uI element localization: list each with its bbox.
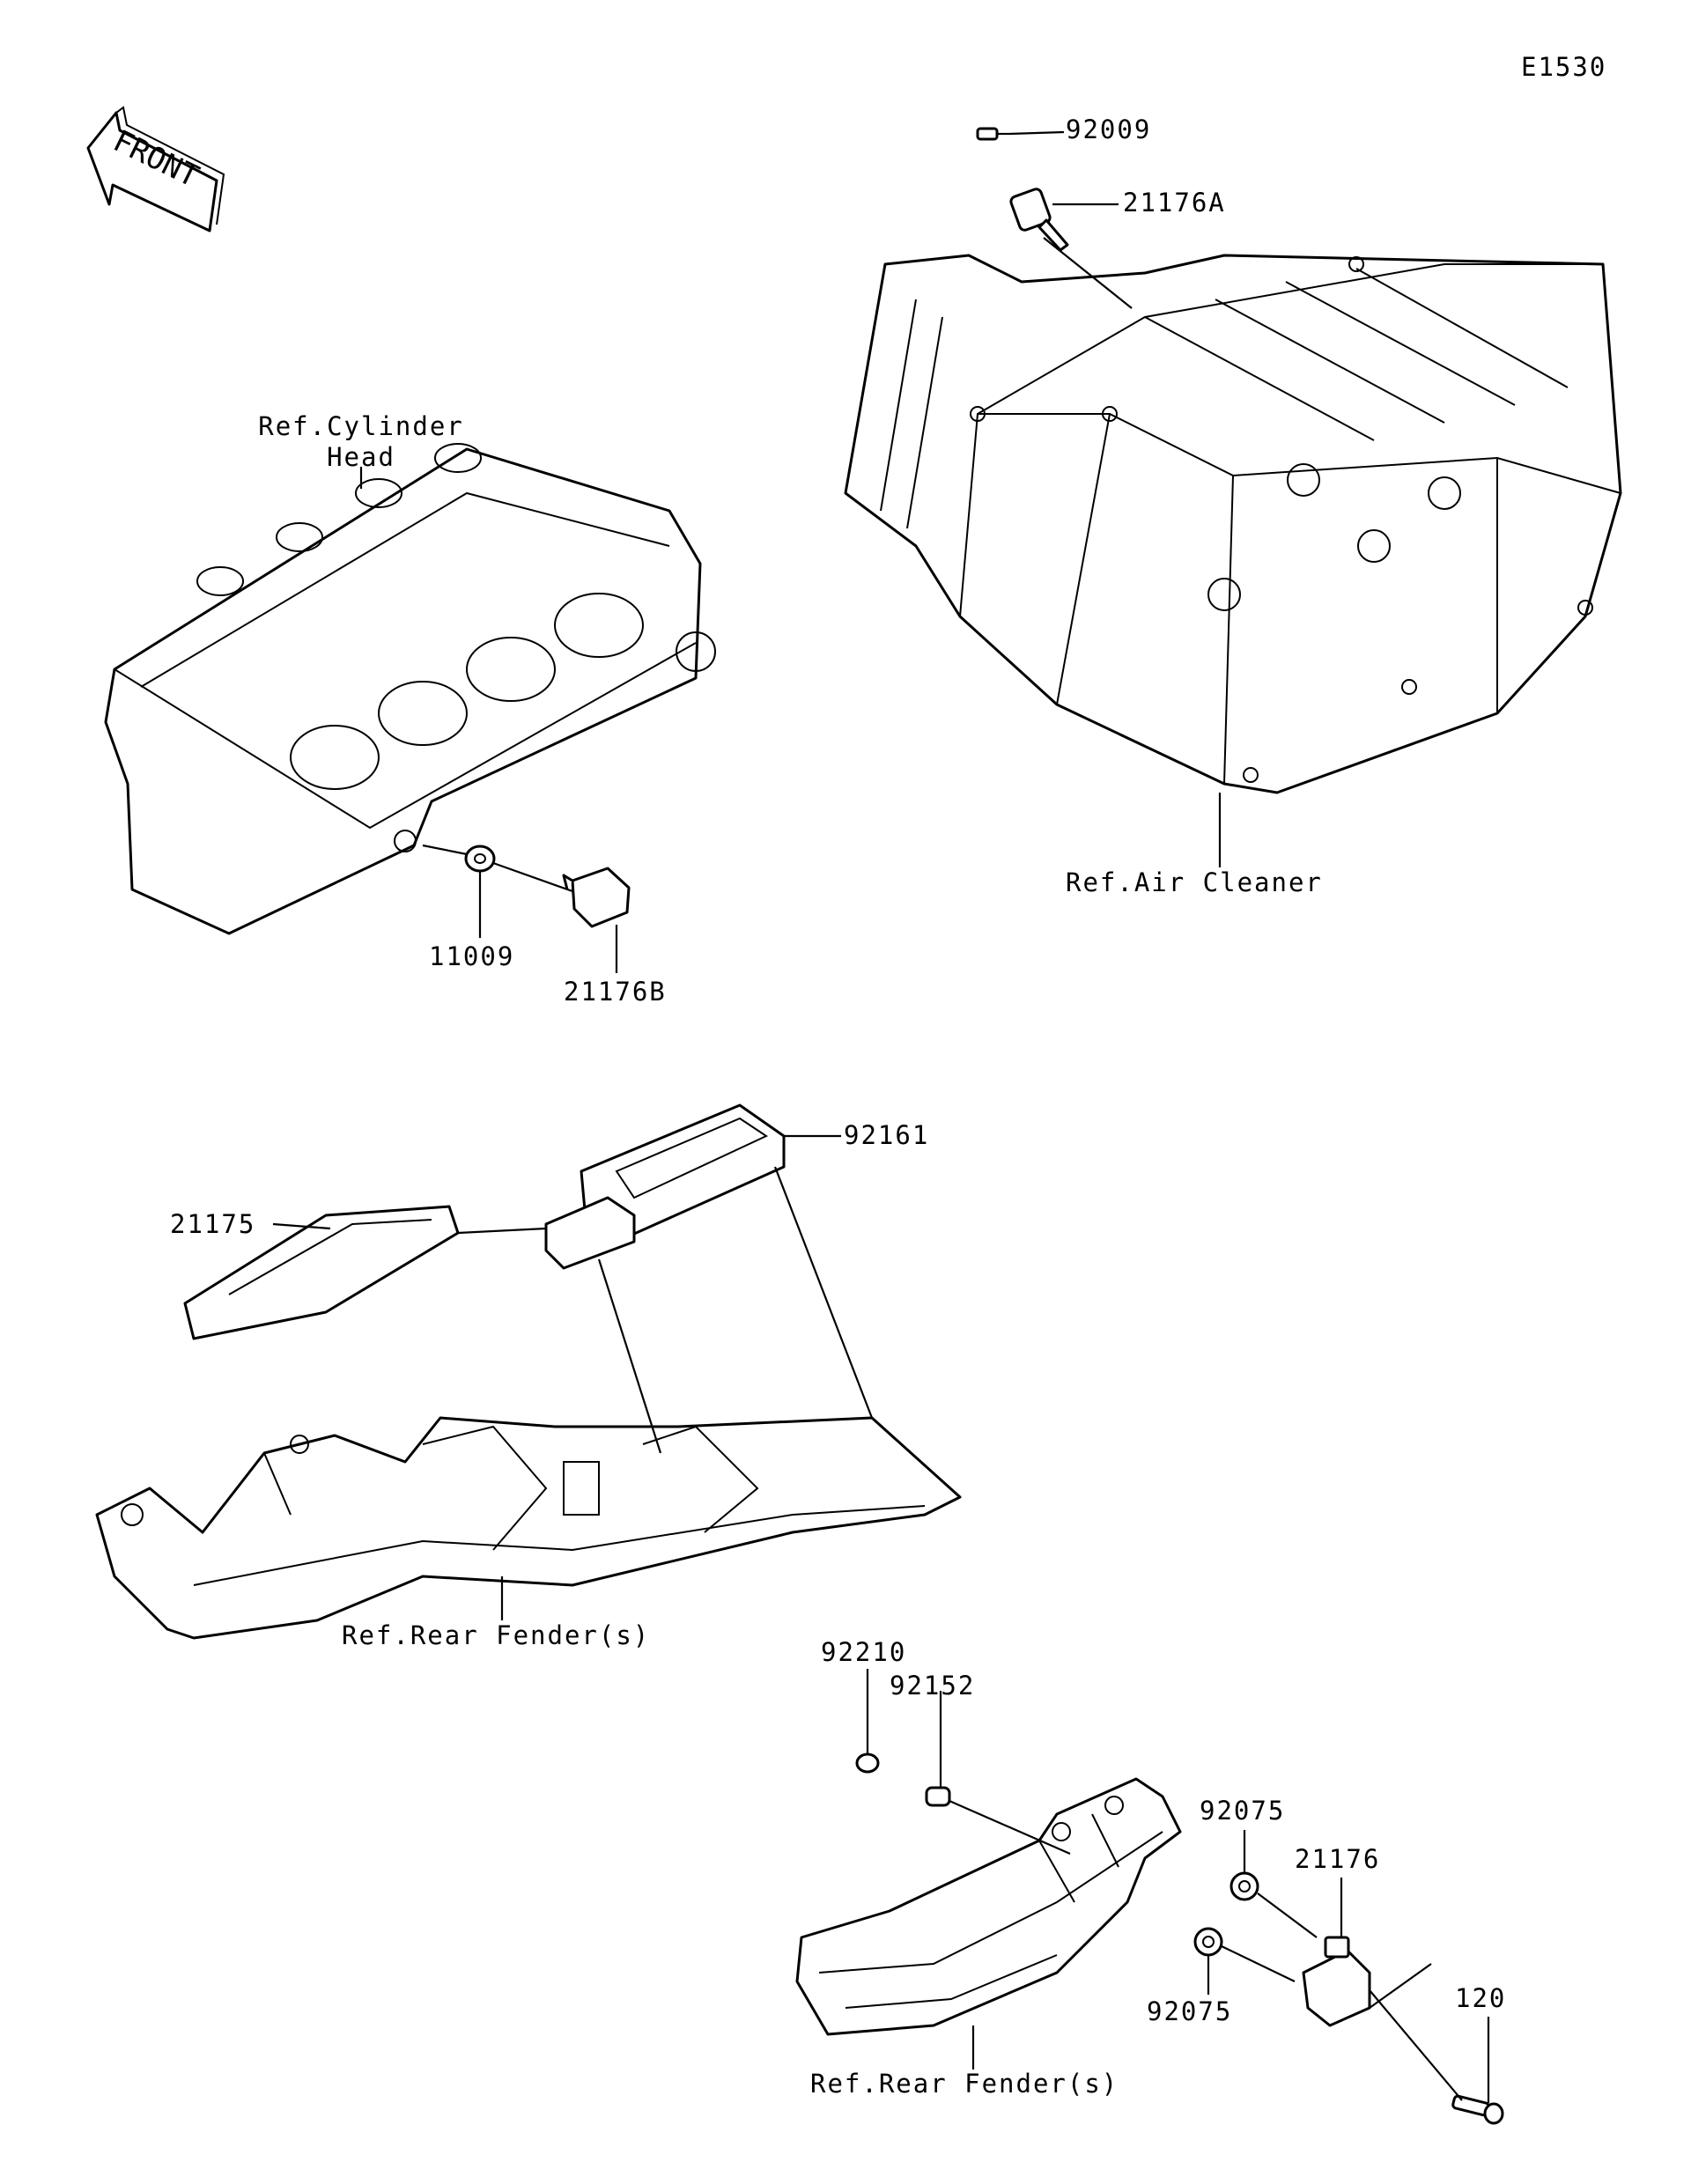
part-label-21175: 21175 bbox=[170, 1209, 256, 1239]
bolt-120 bbox=[1451, 2094, 1504, 2125]
air-cleaner bbox=[844, 254, 1622, 794]
nut-92210 bbox=[855, 1752, 880, 1774]
part-label-21176B: 21176B bbox=[564, 977, 667, 1007]
part-label-92075-lower: 92075 bbox=[1147, 1996, 1233, 2026]
rear-fender-upper bbox=[95, 1416, 962, 1640]
grommet-92075-lower bbox=[1193, 1927, 1223, 1957]
cylinder-head bbox=[104, 443, 716, 935]
collar-92152 bbox=[925, 1786, 951, 1807]
grommet-92075-upper bbox=[1229, 1871, 1259, 1901]
part-label-92152: 92152 bbox=[890, 1671, 976, 1701]
ref-rear-fender-1: Ref.Rear Fender(s) bbox=[342, 1620, 651, 1650]
ref-rear-fender-2: Ref.Rear Fender(s) bbox=[810, 2069, 1119, 2099]
part-label-92210: 92210 bbox=[821, 1637, 907, 1667]
sensor-21176B bbox=[562, 867, 631, 928]
leader-lines bbox=[272, 130, 1490, 2103]
bracket-92161 bbox=[544, 1103, 786, 1270]
rear-fender-lower bbox=[795, 1777, 1182, 2036]
part-label-21176: 21176 bbox=[1295, 1844, 1381, 1874]
part-label-120: 120 bbox=[1455, 1983, 1507, 2013]
ref-air-cleaner: Ref.Air Cleaner bbox=[1066, 867, 1323, 897]
screw-92009 bbox=[976, 127, 1009, 141]
ref-cylinder-head-line2: Head bbox=[327, 442, 395, 472]
front-arrow-icon: FRONT bbox=[86, 106, 225, 232]
sensor-21176 bbox=[1302, 1936, 1371, 2027]
sensor-21176A bbox=[1009, 188, 1069, 252]
part-label-92161: 92161 bbox=[844, 1120, 930, 1150]
part-label-21176A: 21176A bbox=[1123, 188, 1226, 218]
ref-cylinder-head-line1: Ref.Cylinder bbox=[258, 411, 464, 441]
part-label-92009: 92009 bbox=[1066, 114, 1152, 144]
diagram-code: E1530 bbox=[1521, 52, 1607, 82]
washer-11009 bbox=[464, 845, 496, 873]
part-label-92075-upper: 92075 bbox=[1200, 1796, 1286, 1826]
part-label-11009: 11009 bbox=[429, 941, 515, 971]
